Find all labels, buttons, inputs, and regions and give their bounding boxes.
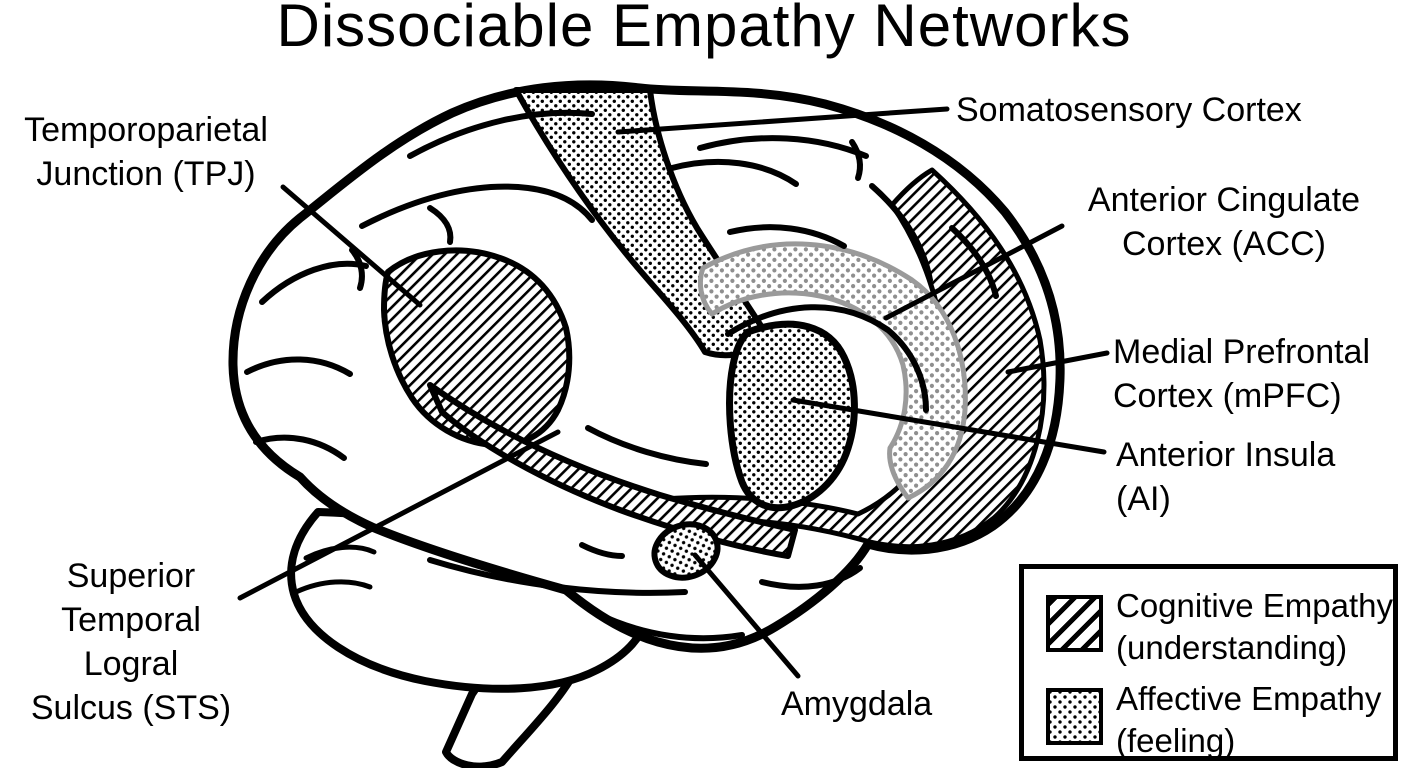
label-tpj-line2: Junction (TPJ) xyxy=(36,155,256,193)
legend-cognitive-line2: (understanding) xyxy=(1116,629,1348,666)
sulci-lines xyxy=(244,109,999,642)
label-tpj: Temporoparietal Junction (TPJ) xyxy=(0,108,292,196)
label-ai: Anterior Insula (AI) xyxy=(1116,433,1335,521)
label-tpj-line1: Temporoparietal xyxy=(24,111,268,149)
legend-affective-line2: (feeling) xyxy=(1116,722,1236,759)
label-mpfc: Medial Prefrontal Cortex (mPFC) xyxy=(1113,330,1370,418)
leader-line-acc xyxy=(883,223,1065,321)
label-amygdala: Amygdala xyxy=(781,682,932,726)
cerebellum-folia-line xyxy=(303,544,377,561)
diagonal-hatch-swatch xyxy=(1046,595,1103,652)
label-sts-line3: Logral xyxy=(83,645,179,683)
legend-cognitive-line1: Cognitive Empathy xyxy=(1116,587,1393,624)
legend-affective-line1: Affective Empathy xyxy=(1116,680,1382,717)
label-acc-line1: Anterior Cingulate xyxy=(1087,181,1361,219)
leader-line-amygdala xyxy=(692,552,801,679)
label-sts: Superior Temporal Logral Sulcus (STS) xyxy=(5,554,257,730)
stipple-dots-swatch xyxy=(1046,688,1103,745)
label-somatosensory-line1: Somatosensory Cortex xyxy=(956,91,1302,129)
label-amygdala-line1: Amygdala xyxy=(781,685,933,723)
leader-line-tpj xyxy=(280,184,423,308)
leader-line-ai xyxy=(790,397,1107,455)
leader-line-mpfc xyxy=(1005,350,1110,375)
label-ai-line2: (AI) xyxy=(1116,480,1171,518)
sts-region xyxy=(427,382,798,559)
tpj-region xyxy=(381,247,573,449)
ai-region xyxy=(726,320,858,512)
label-sts-line4: Sulcus (STS) xyxy=(30,689,232,727)
label-sts-line2: Temporal xyxy=(61,601,201,639)
leader-lines xyxy=(237,106,1110,679)
label-mpfc-line1: Medial Prefrontal xyxy=(1113,333,1371,371)
leader-line-sts xyxy=(237,429,561,601)
legend: Cognitive Empathy (understanding) Affect… xyxy=(1019,564,1398,761)
acc-region xyxy=(697,241,968,501)
figure-title: Dissociable Empathy Networks xyxy=(276,0,1132,59)
leader-line-somatosensory xyxy=(615,106,950,135)
legend-item-cognitive-label: Cognitive Empathy (understanding) xyxy=(1116,585,1393,669)
label-sts-line1: Superior xyxy=(66,557,196,595)
label-mpfc-line2: Cortex (mPFC) xyxy=(1113,377,1342,415)
label-acc-line2: Cortex (ACC) xyxy=(1121,225,1327,263)
legend-item-affective-label: Affective Empathy (feeling) xyxy=(1116,678,1381,762)
label-acc: Anterior Cingulate Cortex (ACC) xyxy=(1048,178,1400,266)
label-ai-line1: Anterior Insula xyxy=(1116,436,1336,474)
label-somatosensory: Somatosensory Cortex xyxy=(956,88,1302,132)
cerebellum-folia-line xyxy=(293,579,373,595)
